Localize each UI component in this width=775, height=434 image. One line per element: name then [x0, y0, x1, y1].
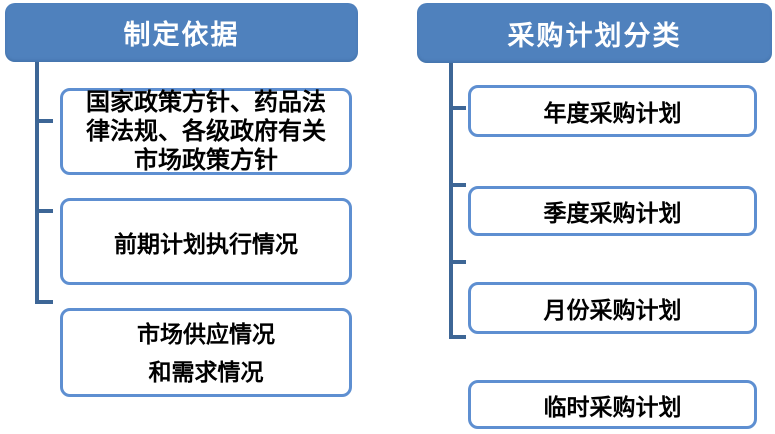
- right-box-4-label: 临时采购计划: [543, 393, 682, 420]
- left-box-2-label: 前期计划执行情况: [114, 230, 298, 257]
- left-header-basis-for-formulation: 制定依据: [5, 3, 358, 62]
- left-box-market-supply-demand: 市场供应情况 和需求情况: [60, 308, 352, 397]
- right-header-label: 采购计划分类: [507, 20, 682, 51]
- left-box-3-label: 市场供应情况 和需求情况: [137, 320, 275, 385]
- right-box-3-label: 月份采购计划: [543, 297, 682, 323]
- right-connector-tick-4: [449, 335, 466, 339]
- right-box-quarterly-plan: 季度采购计划: [468, 186, 757, 236]
- right-connector-tick-3: [449, 260, 466, 264]
- right-box-annual-plan: 年度采购计划: [468, 85, 757, 137]
- right-box-1-label: 年度采购计划: [543, 100, 682, 126]
- right-header-procurement-plan-classification: 采购计划分类: [417, 3, 772, 63]
- left-box-1-label: 国家政策方针、药品法 律法规、各级政府有关 市场政策方针: [86, 89, 326, 174]
- right-box-temporary-plan: 临时采购计划: [468, 380, 757, 429]
- left-connector-line: [35, 62, 39, 304]
- right-box-2-label: 季度采购计划: [543, 200, 682, 226]
- right-connector-tick-1: [449, 106, 466, 110]
- left-box-national-policies: 国家政策方针、药品法 律法规、各级政府有关 市场政策方针: [60, 88, 352, 175]
- left-connector-tick-2: [35, 209, 53, 213]
- right-connector-line: [449, 63, 453, 339]
- left-connector-tick-1: [35, 119, 53, 123]
- left-connector-tick-3: [35, 300, 53, 304]
- left-box-previous-plan-execution: 前期计划执行情况: [60, 198, 352, 285]
- left-header-label: 制定依据: [123, 20, 240, 50]
- right-box-monthly-plan: 月份采购计划: [468, 282, 757, 334]
- right-connector-tick-2: [449, 183, 466, 187]
